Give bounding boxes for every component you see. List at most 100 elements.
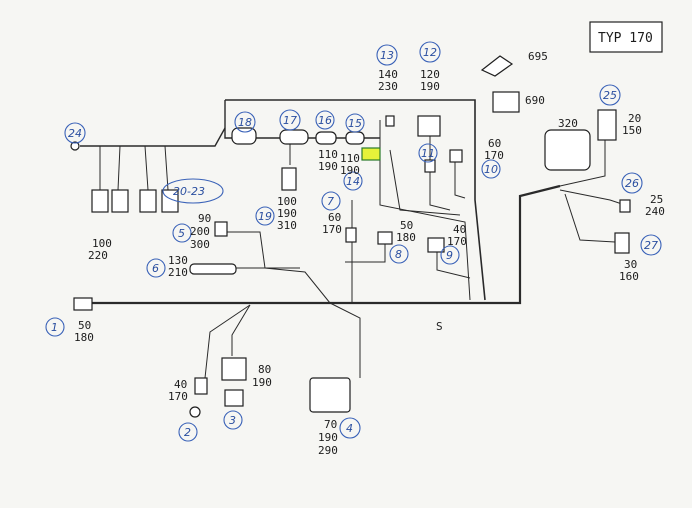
connector-2 xyxy=(189,406,201,418)
svg-text:90: 90 xyxy=(198,212,211,225)
svg-text:40: 40 xyxy=(453,223,466,236)
svg-text:230: 230 xyxy=(378,80,398,93)
svg-text:160: 160 xyxy=(619,270,639,283)
connector-13 xyxy=(385,115,395,127)
clip-695 xyxy=(480,55,514,77)
svg-text:695: 695 xyxy=(528,50,548,63)
connector-24 xyxy=(70,141,80,151)
svg-text:170: 170 xyxy=(168,390,188,403)
connector-22 xyxy=(139,189,157,213)
svg-text:200: 200 xyxy=(190,225,210,238)
harness-wires xyxy=(80,99,626,379)
svg-text:690: 690 xyxy=(525,94,545,107)
svg-text:110: 110 xyxy=(318,148,338,161)
callout-2: 2 xyxy=(184,426,191,439)
svg-text:110: 110 xyxy=(340,152,360,165)
connector-12 xyxy=(417,115,441,137)
svg-text:190: 190 xyxy=(277,207,297,220)
callout-25: 25 xyxy=(603,89,617,102)
callout-5: 5 xyxy=(178,227,185,240)
svg-text:180: 180 xyxy=(74,331,94,344)
svg-text:320: 320 xyxy=(558,117,578,130)
svg-text:140: 140 xyxy=(378,68,398,81)
connector-21 xyxy=(111,189,129,213)
connector-19 xyxy=(281,167,297,191)
callout-24: 24 xyxy=(68,127,82,140)
svg-text:190: 190 xyxy=(318,431,338,444)
callout-circles xyxy=(45,41,662,442)
svg-text:190: 190 xyxy=(420,80,440,93)
svg-text:310: 310 xyxy=(277,219,297,232)
svg-text:170: 170 xyxy=(447,235,467,248)
svg-text:50: 50 xyxy=(400,219,413,232)
callout-4: 4 xyxy=(346,422,353,435)
connectors xyxy=(70,55,631,418)
callout-13: 13 xyxy=(380,49,394,62)
connector-18 xyxy=(231,127,257,145)
svg-text:30: 30 xyxy=(624,258,637,271)
svg-text:100: 100 xyxy=(277,195,297,208)
connector-6 xyxy=(189,263,237,275)
svg-text:120: 120 xyxy=(420,68,440,81)
callout-3: 3 xyxy=(229,414,236,427)
callout-10: 10 xyxy=(484,163,498,176)
callout-6: 6 xyxy=(152,262,159,275)
svg-text:130: 130 xyxy=(168,254,188,267)
callout-20-23: 20-23 xyxy=(173,185,205,198)
svg-text:100: 100 xyxy=(92,237,112,250)
svg-text:40: 40 xyxy=(174,378,187,391)
callout-27: 27 xyxy=(644,239,658,252)
callout-7: 7 xyxy=(327,195,334,208)
callout-26: 26 xyxy=(625,177,639,190)
callout-15: 15 xyxy=(348,117,362,130)
callout-14: 14 xyxy=(346,175,360,188)
connector-14-highlighted xyxy=(361,147,381,161)
svg-text:170: 170 xyxy=(322,223,342,236)
connector-26 xyxy=(619,199,631,213)
svg-text:300: 300 xyxy=(190,238,210,251)
connector-3 xyxy=(224,389,244,407)
connector-3-top xyxy=(221,357,247,381)
connector-8 xyxy=(377,231,393,245)
title-box xyxy=(589,21,663,53)
svg-text:240: 240 xyxy=(645,205,665,218)
connector-25 xyxy=(597,109,617,141)
connector-15 xyxy=(345,131,365,145)
callout-18: 18 xyxy=(238,116,252,129)
connector-2-top xyxy=(194,377,208,395)
svg-text:150: 150 xyxy=(622,124,642,137)
svg-text:170: 170 xyxy=(484,149,504,162)
callout-16: 16 xyxy=(318,114,332,127)
callout-11: 11 xyxy=(421,147,435,160)
connector-7 xyxy=(345,227,357,243)
connector-690 xyxy=(492,91,520,113)
connector-1 xyxy=(73,297,93,311)
svg-text:25: 25 xyxy=(650,193,663,206)
connector-4 xyxy=(309,377,351,413)
callout-12: 12 xyxy=(423,46,437,59)
svg-text:60: 60 xyxy=(488,137,501,150)
connector-27 xyxy=(614,232,630,254)
svg-text:220: 220 xyxy=(88,249,108,262)
svg-text:210: 210 xyxy=(168,266,188,279)
value-labels: 695 690 320 140 230 120 190 60 170 20 15… xyxy=(74,50,665,457)
svg-text:190: 190 xyxy=(340,164,360,177)
connector-9 xyxy=(427,237,445,253)
connector-320 xyxy=(544,129,591,171)
svg-text:50: 50 xyxy=(78,319,91,332)
svg-text:290: 290 xyxy=(318,444,338,457)
connector-11 xyxy=(424,159,436,173)
callout-17: 17 xyxy=(283,114,297,127)
svg-text:20: 20 xyxy=(628,112,641,125)
callout-19: 19 xyxy=(258,210,272,223)
connector-5 xyxy=(214,221,228,237)
connector-20 xyxy=(91,189,109,213)
connector-17 xyxy=(279,129,309,145)
svg-text:190: 190 xyxy=(318,160,338,173)
svg-text:70: 70 xyxy=(324,418,337,431)
svg-text:60: 60 xyxy=(328,211,341,224)
svg-text:180: 180 xyxy=(396,231,416,244)
callout-8: 8 xyxy=(395,248,402,261)
